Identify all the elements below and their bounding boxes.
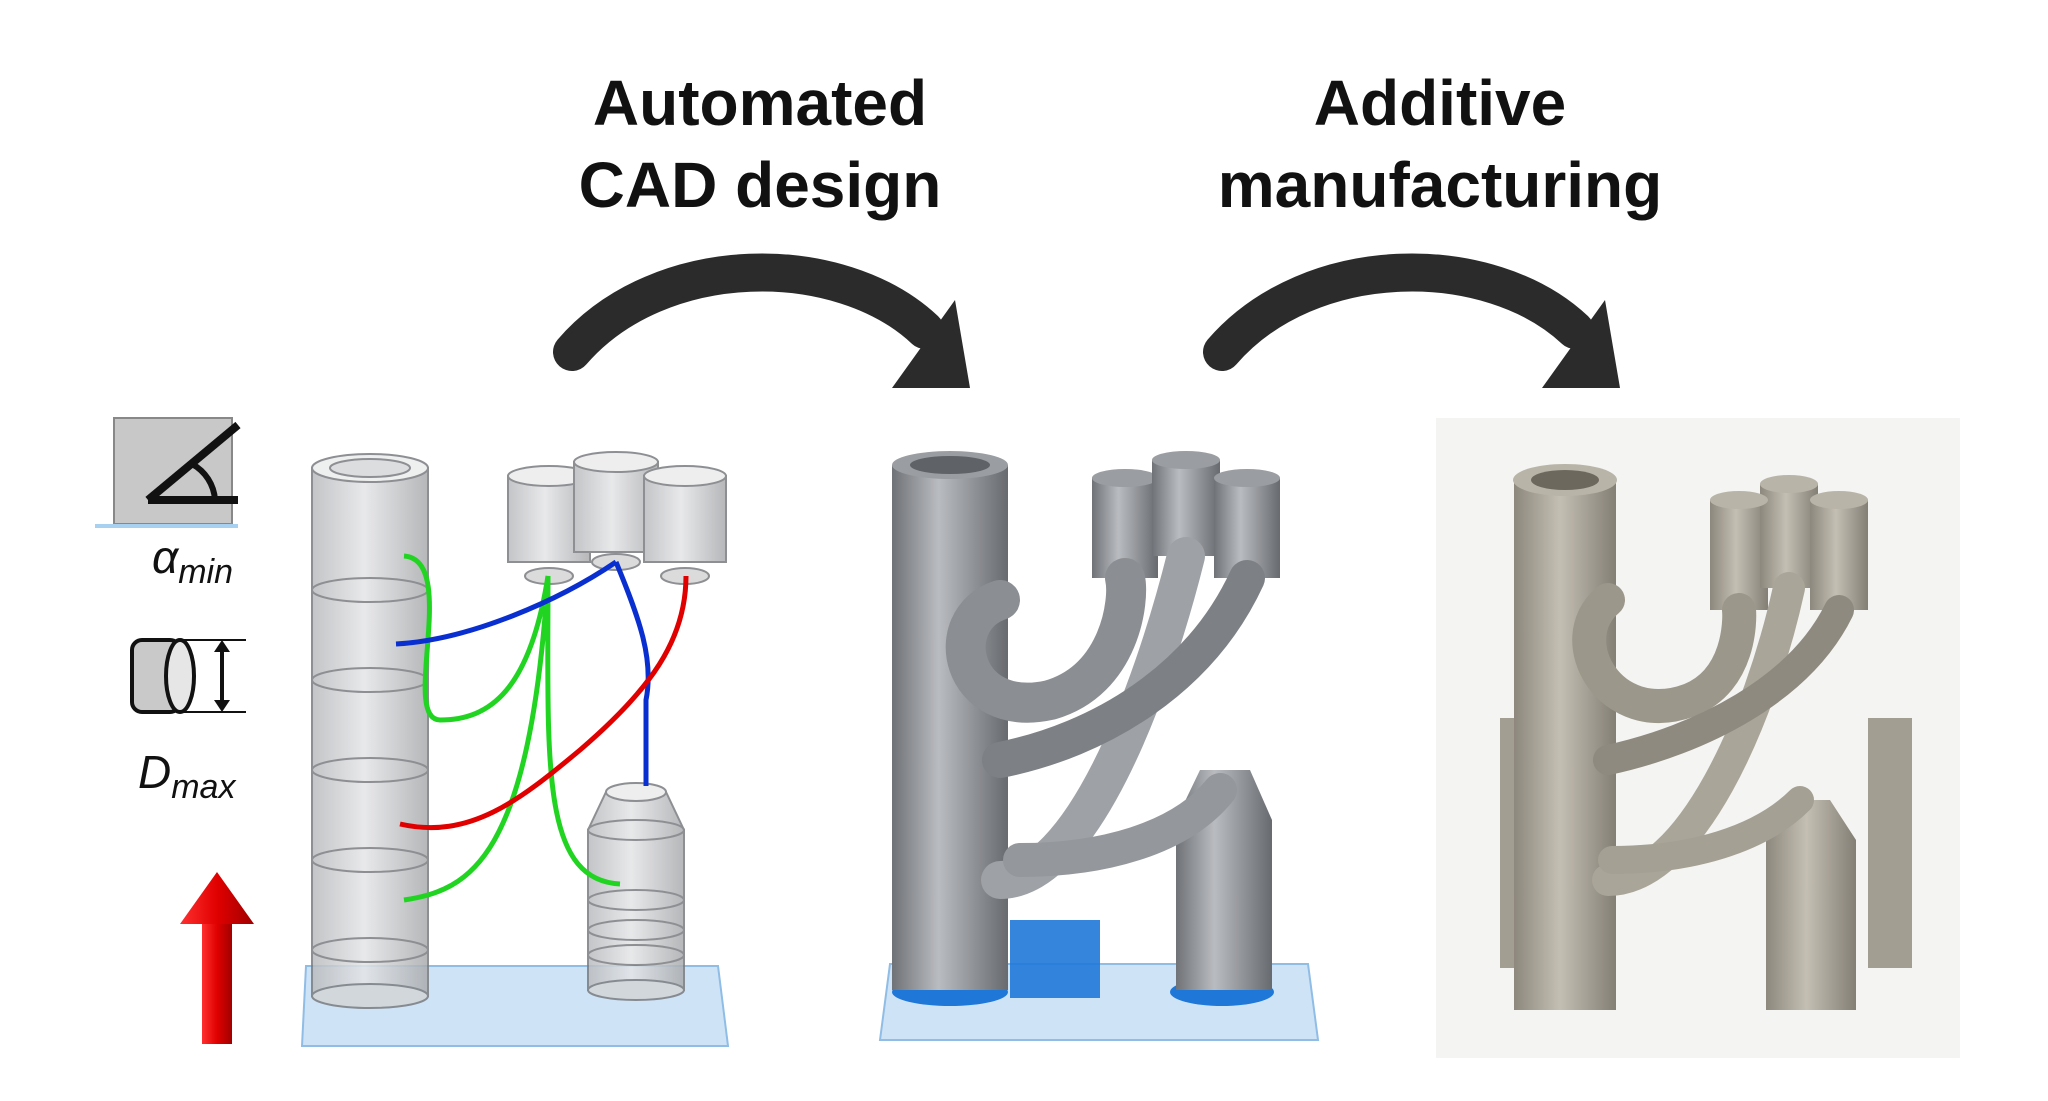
support-structure [1010, 920, 1100, 998]
green-channel-2 [403, 575, 621, 903]
printed-part-panel [1436, 418, 1960, 1058]
d-subscript: max [171, 768, 236, 806]
overhang-angle-icon [95, 417, 241, 528]
cad-model-panel [878, 451, 1320, 1041]
alpha-symbol: α [152, 531, 179, 583]
step-label-additive-manufacturing: Additive manufacturing [1170, 62, 1710, 226]
arrow-am-icon [1203, 253, 1620, 388]
step-label-cad-line1: Automated [592, 67, 928, 139]
step-label-cad-line2: CAD design [578, 149, 942, 221]
arrow-cad-icon [553, 253, 970, 388]
green-channel-1 [403, 553, 551, 723]
left-tube [311, 453, 429, 1009]
red-channel [399, 575, 689, 831]
step-label-am-line2: manufacturing [1217, 149, 1663, 221]
step-label-am-line1: Additive [1313, 67, 1567, 139]
alpha-subscript: min [178, 553, 234, 591]
right-lower-tube [587, 782, 685, 1001]
step-label-cad-design: Automated CAD design [520, 62, 1000, 226]
cad-layout-panel [300, 451, 730, 1047]
d-symbol: D [138, 746, 172, 798]
blue-channel-1 [395, 559, 618, 647]
alpha-min-label: αmin [152, 530, 233, 592]
max-diameter-icon [130, 638, 246, 714]
top-ports [507, 451, 727, 585]
build-direction-arrow-icon [180, 872, 254, 1044]
d-max-label: Dmax [138, 745, 235, 807]
blue-channel-2 [613, 561, 651, 786]
